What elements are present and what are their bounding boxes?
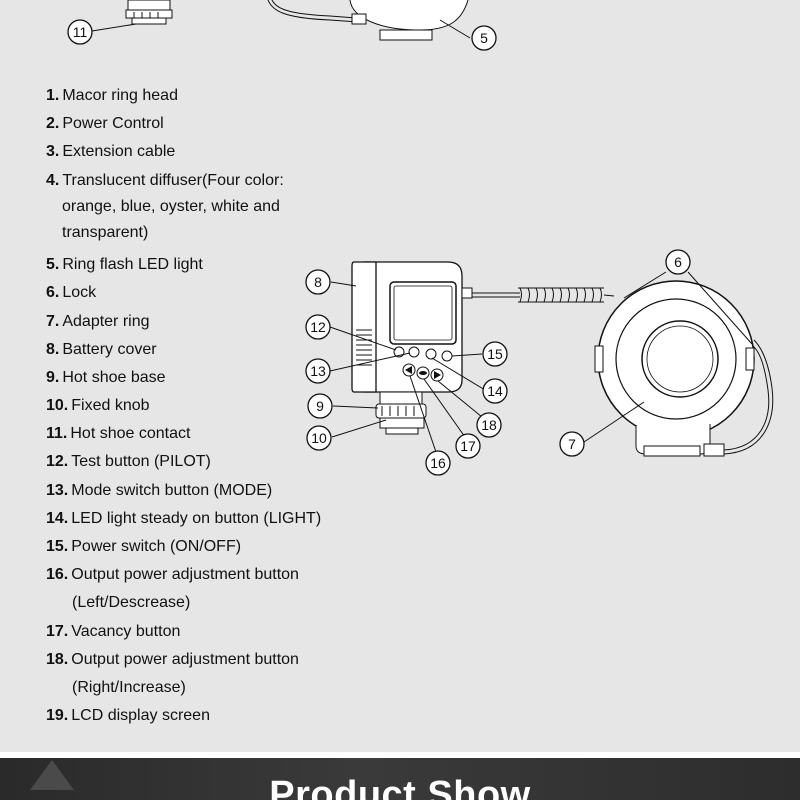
svg-text:15: 15 (487, 346, 503, 362)
svg-text:9: 9 (316, 398, 324, 414)
svg-text:13: 13 (310, 363, 326, 379)
callout-13: 13 (305, 358, 331, 384)
callout-10: 10 (306, 425, 332, 451)
part-item-15: 15.Power switch (ON/OFF) (46, 538, 242, 556)
part-item-16: 16.Output power adjustment button(Left/D… (46, 566, 299, 612)
top-hot-shoe (125, 0, 173, 25)
callout-9: 9 (307, 393, 333, 419)
svg-text:14: 14 (487, 383, 503, 399)
callout-16: 16 (425, 450, 451, 476)
callout-11: 11 (67, 19, 93, 45)
product-show-banner: Product Show (0, 758, 800, 800)
svg-text:16: 16 (430, 455, 446, 471)
part-item-8: 8.Battery cover (46, 340, 157, 358)
button-power (441, 350, 453, 362)
callout-17: 17 (455, 433, 481, 459)
battery-cover-grip (356, 329, 372, 366)
extension-cable (461, 287, 615, 303)
svg-text:7: 7 (568, 436, 576, 452)
part-item-4: 4.Translucent diffuser(Four color:orange… (46, 171, 284, 241)
part-item-6: 6.Lock (46, 284, 97, 302)
part-item-12: 12.Test button (PILOT) (46, 453, 211, 471)
svg-text:8: 8 (314, 274, 322, 290)
svg-text:17: 17 (460, 438, 476, 454)
controller-hot-shoe (375, 391, 427, 435)
part-item-7: 7.Adapter ring (46, 312, 150, 330)
part-item-13: 13.Mode switch button (MODE) (46, 481, 273, 499)
svg-text:18: 18 (481, 417, 497, 433)
callout-7: 7 (559, 431, 585, 457)
part-item-14: 14.LED light steady on button (LIGHT) (46, 509, 322, 527)
top-ring-head (267, 0, 469, 41)
callout-12: 12 (305, 314, 331, 340)
callout-18: 18 (476, 412, 502, 438)
controller-body (351, 261, 463, 435)
callout-5: 5 (471, 25, 497, 51)
svg-text:5: 5 (480, 30, 488, 46)
callout-6: 6 (665, 249, 691, 275)
parts-list: 1.Macor ring head 2.Power Control 3.Exte… (46, 84, 321, 732)
leader-lines (91, 19, 753, 453)
svg-text:11: 11 (73, 24, 88, 40)
part-item-11: 11.Hot shoe contact (46, 425, 191, 443)
part-item-19: 19.LCD display screen (46, 707, 210, 725)
part-item-5: 5.Ring flash LED light (46, 256, 203, 274)
part-item-2: 2.Power Control (46, 115, 164, 133)
part-item-1: 1.Macor ring head (46, 87, 178, 104)
svg-text:12: 12 (310, 319, 326, 335)
part-item-10: 10.Fixed knob (46, 397, 150, 415)
button-light (425, 348, 437, 360)
part-item-3: 3.Extension cable (46, 143, 176, 161)
section-divider (0, 752, 800, 758)
ring-flash-diagram: 11 5 6 8 12 15 13 14 9 18 10 7 17 16 (67, 0, 774, 476)
part-item-17: 17.Vacancy button (46, 622, 181, 640)
ring-head (594, 280, 774, 457)
lcd-screen (389, 281, 457, 345)
callout-15: 15 (482, 341, 508, 367)
svg-text:6: 6 (674, 254, 682, 270)
part-item-18: 18.Output power adjustment button(Right/… (46, 650, 299, 696)
banner-decoration (30, 760, 74, 790)
svg-text:10: 10 (311, 430, 327, 446)
banner-title: Product Show (269, 774, 531, 800)
part-item-9: 9.Hot shoe base (46, 368, 166, 386)
callout-8: 8 (305, 269, 331, 295)
callout-14: 14 (482, 378, 508, 404)
button-mode (408, 346, 420, 358)
